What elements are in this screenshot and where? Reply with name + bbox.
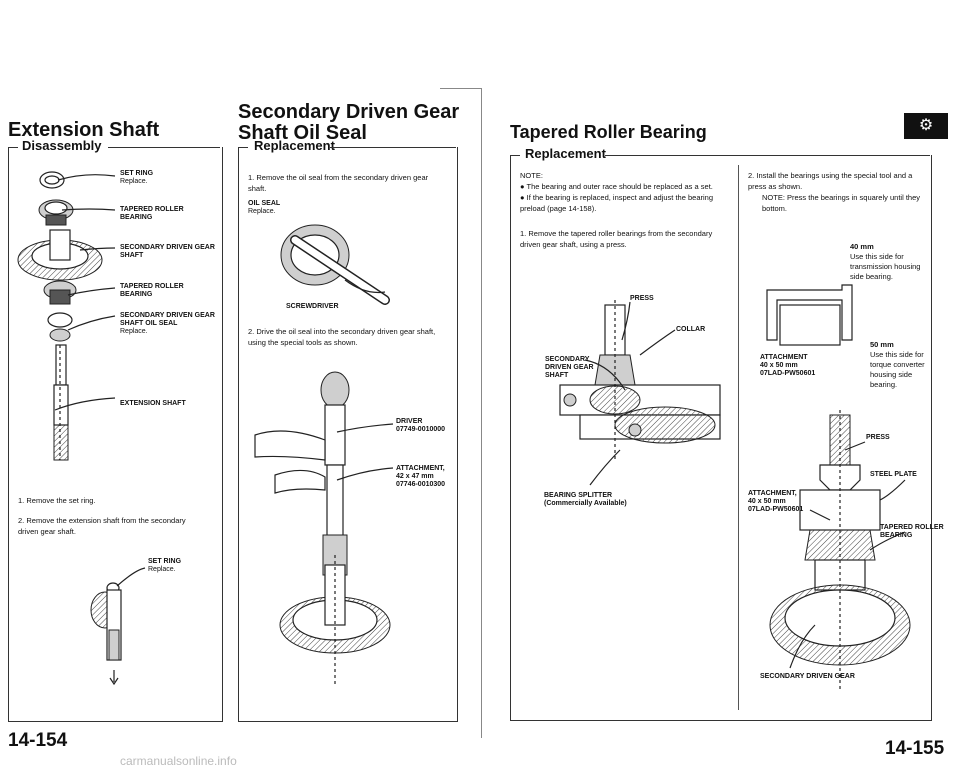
label-collar: COLLAR xyxy=(676,326,706,333)
section-heading: Replacement xyxy=(525,146,606,161)
section-frame xyxy=(238,147,458,722)
section-icon: ⚙ xyxy=(904,113,948,139)
step-2: 2. Drive the oil seal into the secondary… xyxy=(248,327,436,347)
step-2-note: NOTE: Press the bearings in squarely unt… xyxy=(762,193,920,213)
label-bearing-splitter: BEARING SPLITTER(Commercially Available) xyxy=(544,492,627,507)
page-number: 14-155 xyxy=(885,738,945,759)
leader-lines xyxy=(584,301,676,486)
page-title: Secondary Driven Gear Shaft Oil Seal xyxy=(238,101,460,144)
label-screwdriver: SCREWDRIVER xyxy=(286,303,339,310)
section-rule xyxy=(510,155,520,156)
label-secondary-driven-gear: SECONDARY DRIVEN GEAR xyxy=(760,673,855,680)
attachment-diagram xyxy=(766,284,853,346)
label-40mm: 40 mm Use this side for transmission hou… xyxy=(850,242,921,281)
page-number: 14-154 xyxy=(8,730,68,751)
label-50mm: 50 mm Use this side for torque converter… xyxy=(870,340,925,389)
section-rule xyxy=(238,147,248,148)
step-2: 2. Install the bearings using the specia… xyxy=(748,171,913,191)
section-heading: Replacement xyxy=(254,138,335,153)
label-steel-plate: STEEL PLATE xyxy=(870,471,917,478)
step-1: 1. Remove the tapered roller bearings fr… xyxy=(520,229,713,249)
bearing-installation-diagram xyxy=(769,410,911,690)
section-frame xyxy=(510,155,932,721)
label-press: PRESS xyxy=(866,434,890,441)
leader-lines xyxy=(336,423,394,481)
bearing-removal-diagram xyxy=(559,300,721,460)
step-2: 2. Remove the extension shaft from the s… xyxy=(18,516,186,536)
step-1: 1. Remove the set ring. xyxy=(18,496,96,505)
oil-seal-installation-diagram xyxy=(254,371,391,685)
book-gutter xyxy=(440,88,482,89)
oil-seal-removal-diagram xyxy=(280,224,390,305)
section-rule xyxy=(108,147,220,148)
label-press: PRESS xyxy=(630,295,654,302)
extension-shaft-exploded-diagram xyxy=(17,171,103,461)
section-rule xyxy=(8,147,18,148)
leader-lines xyxy=(54,174,116,411)
label-extension-shaft: EXTENSION SHAFT xyxy=(120,400,186,407)
section-heading: Disassembly xyxy=(22,138,102,153)
note-block: NOTE: ● The bearing and outer race shoul… xyxy=(520,171,713,213)
section-frame xyxy=(8,147,223,722)
step-1: 1. Remove the oil seal from the secondar… xyxy=(248,173,429,193)
leader-lines xyxy=(789,441,906,669)
page-title: Tapered Roller Bearing xyxy=(510,122,707,142)
book-gutter xyxy=(481,88,482,738)
section-rule xyxy=(330,147,456,148)
set-ring-removal-diagram xyxy=(90,567,146,686)
column-divider xyxy=(738,165,739,710)
watermark: carmanualsonline.info xyxy=(120,754,237,768)
section-rule xyxy=(605,155,930,156)
page-title: Extension Shaft xyxy=(8,119,160,141)
